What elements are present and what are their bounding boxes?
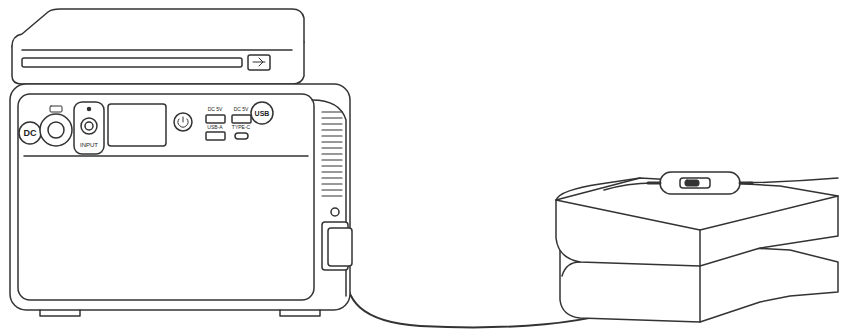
panel-label: USB bbox=[255, 110, 270, 117]
panel-label: DC bbox=[24, 129, 37, 138]
input-panel bbox=[74, 102, 104, 154]
controller bbox=[660, 172, 740, 194]
power-button bbox=[174, 113, 192, 131]
panel-label: DC 5V bbox=[208, 107, 223, 112]
slot bbox=[22, 58, 242, 67]
car-socket bbox=[40, 114, 72, 146]
panel-label: TYPE-C bbox=[232, 125, 250, 130]
type-c-port bbox=[235, 133, 248, 139]
input-port bbox=[81, 118, 97, 134]
usb-port bbox=[206, 115, 225, 123]
usb-button bbox=[251, 102, 273, 124]
electric-blanket bbox=[556, 178, 838, 322]
usb-port bbox=[206, 132, 225, 140]
dc-button bbox=[19, 122, 41, 144]
front-panel bbox=[18, 94, 314, 300]
panel-label: USB-A bbox=[207, 125, 222, 130]
vent-grill bbox=[322, 112, 342, 196]
panel-label: INPUT bbox=[80, 142, 98, 148]
power-station-body bbox=[10, 84, 350, 310]
car-socket-inner bbox=[48, 122, 64, 138]
ac-button bbox=[331, 208, 339, 216]
panel-label: DC 5V bbox=[234, 107, 249, 112]
plug bbox=[328, 228, 352, 266]
display-screen bbox=[108, 104, 166, 146]
icon-box bbox=[248, 55, 270, 70]
top-unit-front bbox=[12, 42, 304, 84]
controller-switch bbox=[680, 178, 710, 188]
usb-port bbox=[232, 115, 251, 123]
